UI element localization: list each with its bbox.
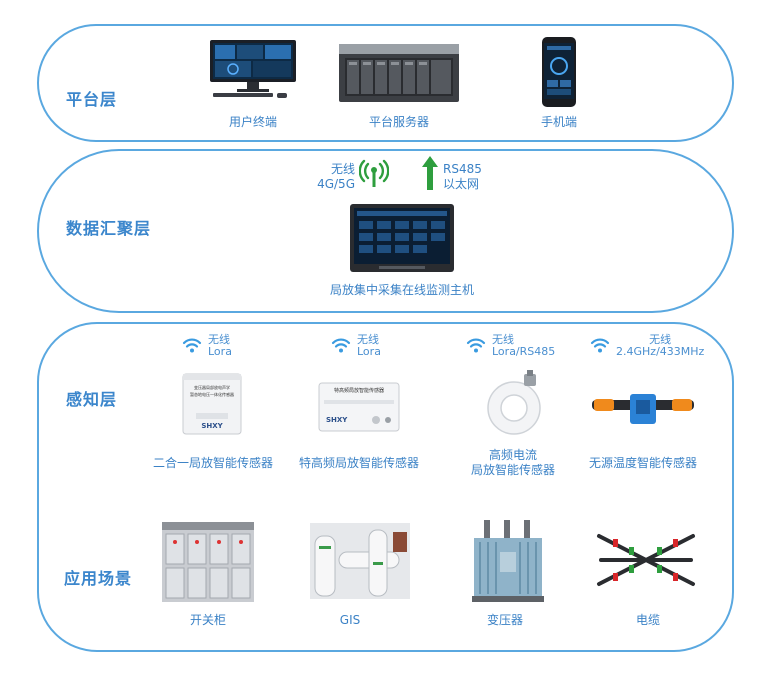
gis-label: GIS: [339, 613, 361, 627]
wifi-icon: [590, 336, 610, 354]
cable-label: 电缆: [635, 613, 660, 627]
wifi-icon: [466, 336, 486, 354]
monitoring-host-image: [349, 203, 455, 273]
mobile-phone-image: [541, 36, 577, 108]
transformer-image: [468, 518, 548, 604]
sensor-2-wireless-tag: 无线 Lora: [357, 333, 381, 358]
user-terminal-image: [207, 38, 299, 100]
perception-application-layer: [37, 322, 734, 652]
monitoring-host-label: 局放集中采集在线监测主机: [329, 283, 474, 297]
perception-layer-title: 感知层: [66, 390, 118, 409]
combo-pd-sensor-image: 变压器局部放电声学 暂态地电压一体化传感器 SHXY: [182, 373, 242, 435]
wired-rs485-label: RS485 以太网: [443, 162, 482, 191]
user-terminal-label: 用户终端: [228, 115, 277, 129]
wifi-icon: [182, 336, 202, 354]
upload-arrow-icon: [421, 155, 439, 191]
hfct-sensor-image: [484, 368, 544, 440]
temperature-sensor-label: 无源温度智能传感器: [588, 456, 697, 470]
platform-layer-title: 平台层: [66, 90, 118, 109]
mobile-phone-label: 手机端: [540, 115, 577, 129]
uhf-sensor-brand: SHXY: [326, 416, 348, 424]
combo-sensor-text-1: 变压器局部放电声学: [194, 385, 230, 390]
combo-sensor-brand: SHXY: [201, 422, 223, 430]
wifi-icon: [331, 336, 351, 354]
uhf-pd-sensor-image: 特高频局放智能传感器 SHXY: [318, 382, 400, 432]
antenna-signal-icon: [358, 159, 390, 189]
combo-pd-sensor-label: 二合一局放智能传感器: [152, 456, 273, 470]
aggregation-layer-title: 数据汇聚层: [66, 219, 152, 238]
uhf-pd-sensor-label: 特高频局放智能传感器: [298, 456, 419, 470]
hfct-sensor-label: 高频电流 局放智能传感器: [470, 448, 555, 477]
transformer-label: 变压器: [486, 613, 523, 627]
switchgear-label: 开关柜: [189, 613, 226, 627]
application-layer-title: 应用场景: [64, 569, 133, 588]
sensor-4-wireless-tag: 无线 2.4GHz/433MHz: [616, 333, 705, 358]
sensor-3-wireless-tag: 无线 Lora/RS485: [492, 333, 556, 358]
switchgear-image: [160, 520, 256, 604]
sensor-1-wireless-tag: 无线 Lora: [208, 333, 232, 358]
temperature-sensor-image: [590, 390, 696, 430]
cable-image: [595, 522, 697, 598]
platform-server-image: [337, 42, 461, 104]
combo-sensor-text-2: 暂态地电压一体化传感器: [190, 392, 234, 397]
wireless-4g5g-label: 无线 4G/5G: [317, 162, 355, 191]
uhf-sensor-text: 特高频局放智能传感器: [333, 388, 384, 394]
gis-image: [309, 522, 411, 600]
platform-server-label: 平台服务器: [368, 115, 429, 129]
